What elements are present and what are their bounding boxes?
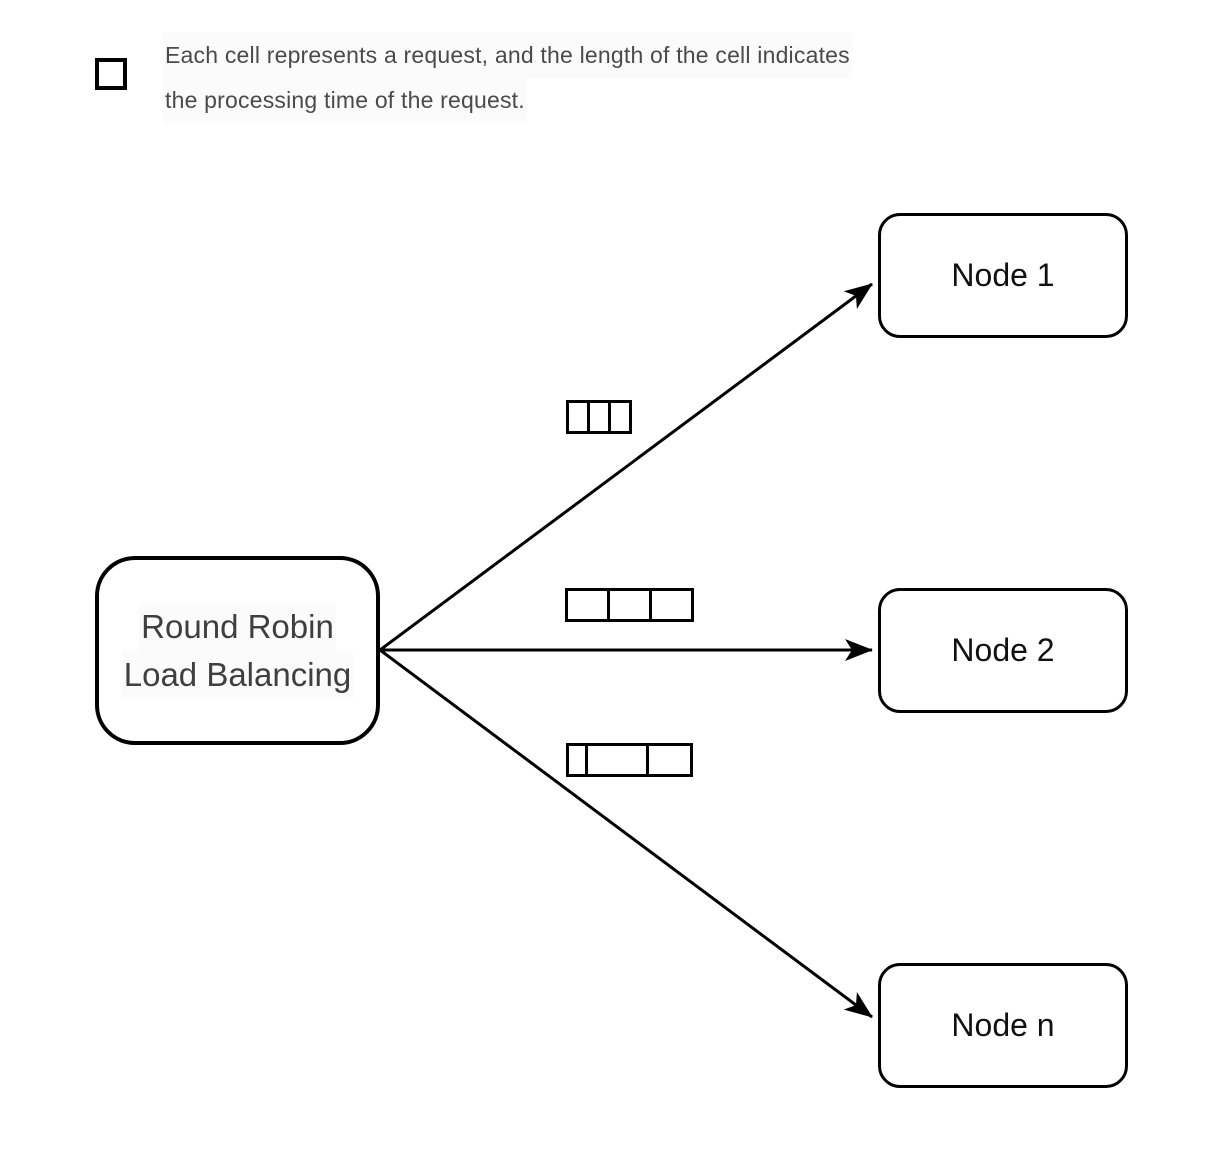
request-cell bbox=[646, 746, 690, 774]
legend-caption-line-1: Each cell represents a request, and the … bbox=[163, 33, 852, 78]
request-cell bbox=[569, 746, 585, 774]
request-cells-to-node-n bbox=[566, 743, 693, 777]
balancer-label-line-1: Round Robin bbox=[139, 602, 336, 651]
legend-caption-line-2: the processing time of the request. bbox=[163, 78, 527, 123]
node-2-box: Node 2 bbox=[878, 588, 1128, 713]
node-1-box: Node 1 bbox=[878, 213, 1128, 338]
request-cell bbox=[608, 403, 629, 431]
request-cell bbox=[649, 591, 691, 619]
request-cell bbox=[607, 591, 649, 619]
node-n-label: Node n bbox=[951, 1007, 1055, 1043]
request-cells-to-node-1 bbox=[566, 400, 632, 434]
request-cell bbox=[568, 591, 607, 619]
arrow-to-node-n bbox=[379, 648, 873, 1019]
request-cell bbox=[569, 403, 587, 431]
node-2-label: Node 2 bbox=[951, 632, 1055, 668]
node-1-label: Node 1 bbox=[951, 257, 1055, 293]
request-cells-to-node-2 bbox=[565, 588, 694, 622]
round-robin-load-balancer-box: Round Robin Load Balancing bbox=[95, 556, 380, 745]
legend-caption: Each cell represents a request, and the … bbox=[163, 33, 983, 123]
balancer-label-line-2: Load Balancing bbox=[121, 650, 354, 699]
request-cell-legend-icon bbox=[95, 58, 127, 90]
request-cell bbox=[587, 403, 608, 431]
request-cell bbox=[585, 746, 646, 774]
node-n-box: Node n bbox=[878, 963, 1128, 1088]
